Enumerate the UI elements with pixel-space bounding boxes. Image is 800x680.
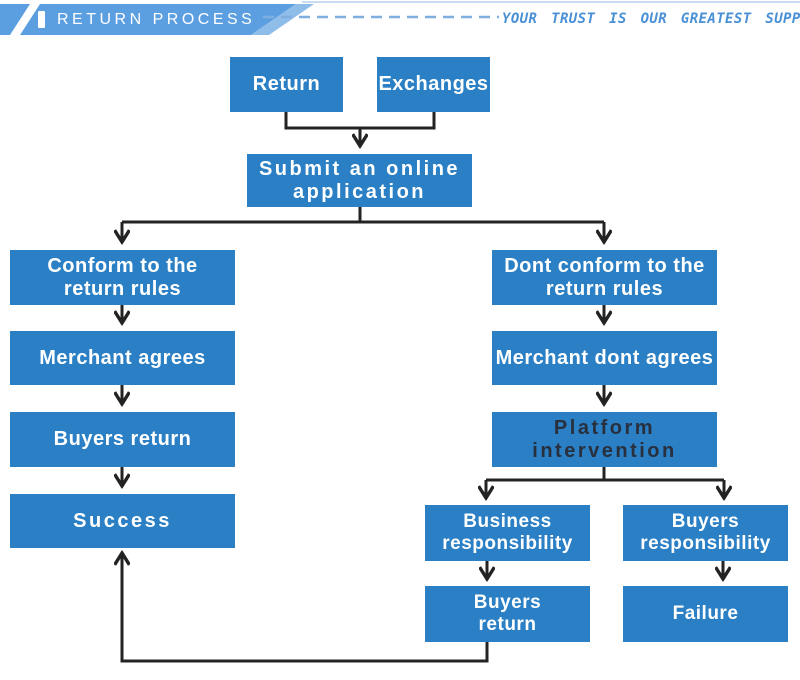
header-tagline: YOUR TRUST IS OUR GREATEST SUPPORT: [502, 11, 800, 27]
node-buyers-return-2: Buyers return: [425, 586, 590, 642]
banner-accent-shape: [251, 4, 314, 35]
node-platform-intervention: Platform intervention: [492, 412, 717, 467]
node-conform-rules: Conform to the return rules: [10, 250, 235, 305]
node-business-responsibility: Business responsibility: [425, 505, 590, 561]
banner-slash: [10, 4, 40, 35]
node-exchanges: Exchanges: [377, 57, 490, 112]
node-return: Return: [230, 57, 343, 112]
node-merchant-dont-agrees: Merchant dont agrees: [492, 331, 717, 385]
top-thin-line: [302, 1, 800, 3]
header-banner-shapes: [0, 1, 800, 35]
title-tick-icon: [38, 11, 45, 28]
node-failure: Failure: [623, 586, 788, 642]
node-dont-conform-rules: Dont conform to the return rules: [492, 250, 717, 305]
node-submit-application: Submit an online application: [247, 154, 472, 207]
node-success: Success: [10, 494, 235, 548]
flow-connector-lines: [122, 112, 724, 663]
node-merchant-agrees: Merchant agrees: [10, 331, 235, 385]
banner-shape: [0, 4, 296, 35]
node-buyers-responsibility: Buyers responsibility: [623, 505, 788, 561]
node-buyers-return: Buyers return: [10, 412, 235, 467]
page-title: RETURN PROCESS: [57, 11, 256, 28]
